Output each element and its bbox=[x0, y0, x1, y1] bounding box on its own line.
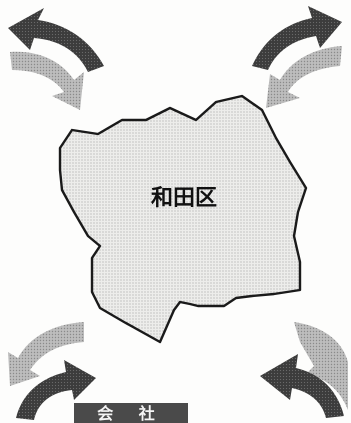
arrow-bottom-right-dark bbox=[260, 354, 344, 418]
region-label: 和田区 bbox=[151, 186, 217, 211]
arrow-bottom-right-light bbox=[294, 322, 348, 410]
arrow-top-right-light bbox=[266, 46, 342, 108]
arrow-top-left-dark bbox=[8, 8, 104, 72]
arrow-bottom-left-light bbox=[8, 322, 84, 386]
arrow-bottom-left-dark bbox=[16, 360, 96, 420]
bottom-label: 会 社 bbox=[74, 403, 188, 423]
region-shape bbox=[58, 94, 308, 344]
arrow-top-right-dark bbox=[252, 6, 342, 70]
arrow-top-left-light bbox=[10, 51, 84, 110]
